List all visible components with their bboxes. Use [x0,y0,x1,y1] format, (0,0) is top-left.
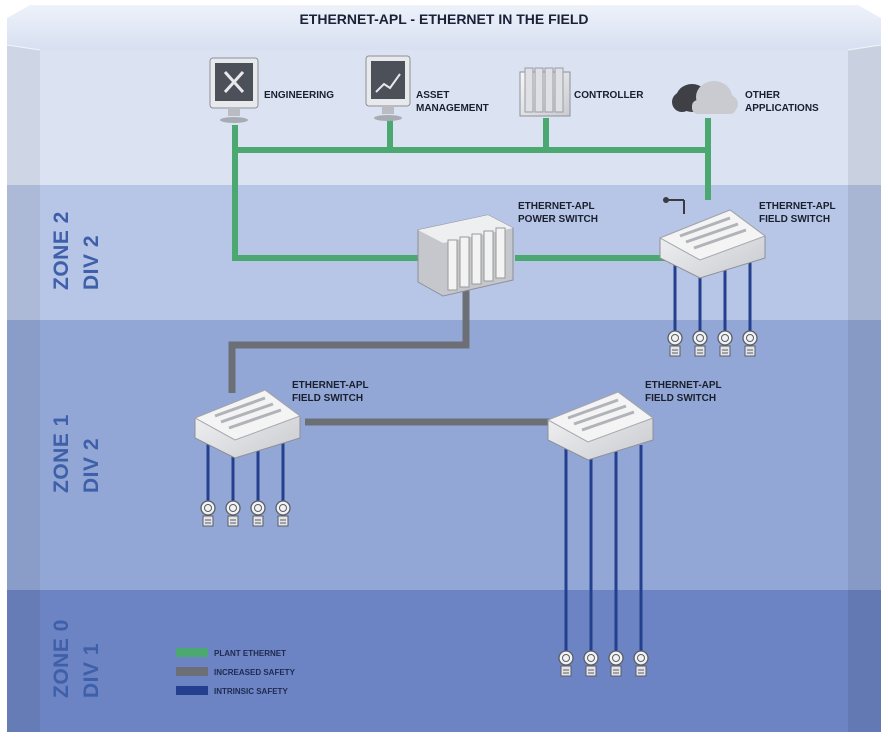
control-level-band [7,45,881,185]
zone-background [6,5,882,732]
page-title: ETHERNET-APL - ETHERNET IN THE FIELD [299,11,588,27]
title-banner [7,5,881,50]
zone1-div-label: DIV 2 [80,438,103,493]
increased-safety-cables [228,285,552,426]
field-instruments [200,330,758,677]
power-switch-label-line2: POWER SWITCH [518,214,598,225]
zone0-label: ZONE 0 [50,619,73,698]
intrinsic-safety-spurs [206,258,752,655]
zone2-switch-label-line2: FIELD SWITCH [759,214,830,225]
legend-label-intrinsic-safety: INTRINSIC SAFETY [214,687,288,696]
zone0-instrument-icon [583,650,599,677]
legend-label-increased-safety: INCREASED SAFETY [214,668,296,677]
zone2-instrument-icon [667,330,683,357]
legend-label-plant-ethernet: PLANT ETHERNET [214,649,286,658]
zone2-instrument-icon [742,330,758,357]
zone1-left-switch-label-line2: FIELD SWITCH [292,393,363,404]
right-wall-shade [848,45,881,732]
zone0-div-label: DIV 1 [80,643,103,698]
zone2-spurs [673,258,752,335]
zone-labels: ZONE 2 DIV 2 ZONE 1 DIV 2 ZONE 0 DIV 1 [50,211,103,698]
zone1-left-field-switch-icon [193,389,302,459]
legend-swatch-plant-ethernet [176,648,208,657]
zone1-right-switch-label-line2: FIELD SWITCH [645,393,716,404]
zone1-right-field-switch-icon [546,391,655,461]
zone1-right-switch-label-line1: ETHERNET-APL [645,380,722,391]
zone2-label: ZONE 2 [50,211,73,290]
zone2-switch-label-line1: ETHERNET-APL [759,201,836,212]
legend-swatch-increased-safety [176,667,208,676]
controller-rack-icon [519,67,571,117]
zone0-instrument-icon [633,650,649,677]
zone2-instrument-icon [717,330,733,357]
zone1-instrument-icon [225,500,241,527]
zone2-field-switch-icon [658,197,767,279]
zone1-band [7,320,881,590]
zone1-instrument-icon [250,500,266,527]
zone2-instrument-icon [692,330,708,357]
asset-label-line1: ASSET [416,90,449,101]
trunk-to-zone1-left [228,285,470,393]
zone0-band [7,590,881,732]
zone0-instrument-icon [608,650,624,677]
power-switch-icon [417,214,514,297]
engineering-label: ENGINEERING [264,90,334,101]
left-wall-shade [7,45,40,732]
zone0-spurs [564,445,643,655]
zone1-label: ZONE 1 [50,414,73,493]
legend-swatch-intrinsic-safety [176,686,208,695]
asset-management-monitor-icon [365,55,411,121]
asset-label-line2: MANAGEMENT [416,103,489,114]
zone1-instrument-icon [275,500,291,527]
zone1-left-switch-label-line1: ETHERNET-APL [292,380,369,391]
cloud-label-line1: OTHER [745,90,781,101]
controller-label: CONTROLLER [574,90,644,101]
zone0-instrument-icon [558,650,574,677]
cloud-icon [672,81,738,114]
engineering-monitor-icon [209,57,259,123]
power-switch-label-line1: ETHERNET-APL [518,201,595,212]
legend: PLANT ETHERNET INCREASED SAFETY INTRINSI… [176,648,296,696]
power-switch-uplink [232,150,425,261]
plant-ethernet-cables [232,118,711,261]
cloud-label-line2: APPLICATIONS [745,103,819,114]
zone1-spurs [206,440,285,505]
zone2-div-label: DIV 2 [80,235,103,290]
zone1-instrument-icon [200,500,216,527]
